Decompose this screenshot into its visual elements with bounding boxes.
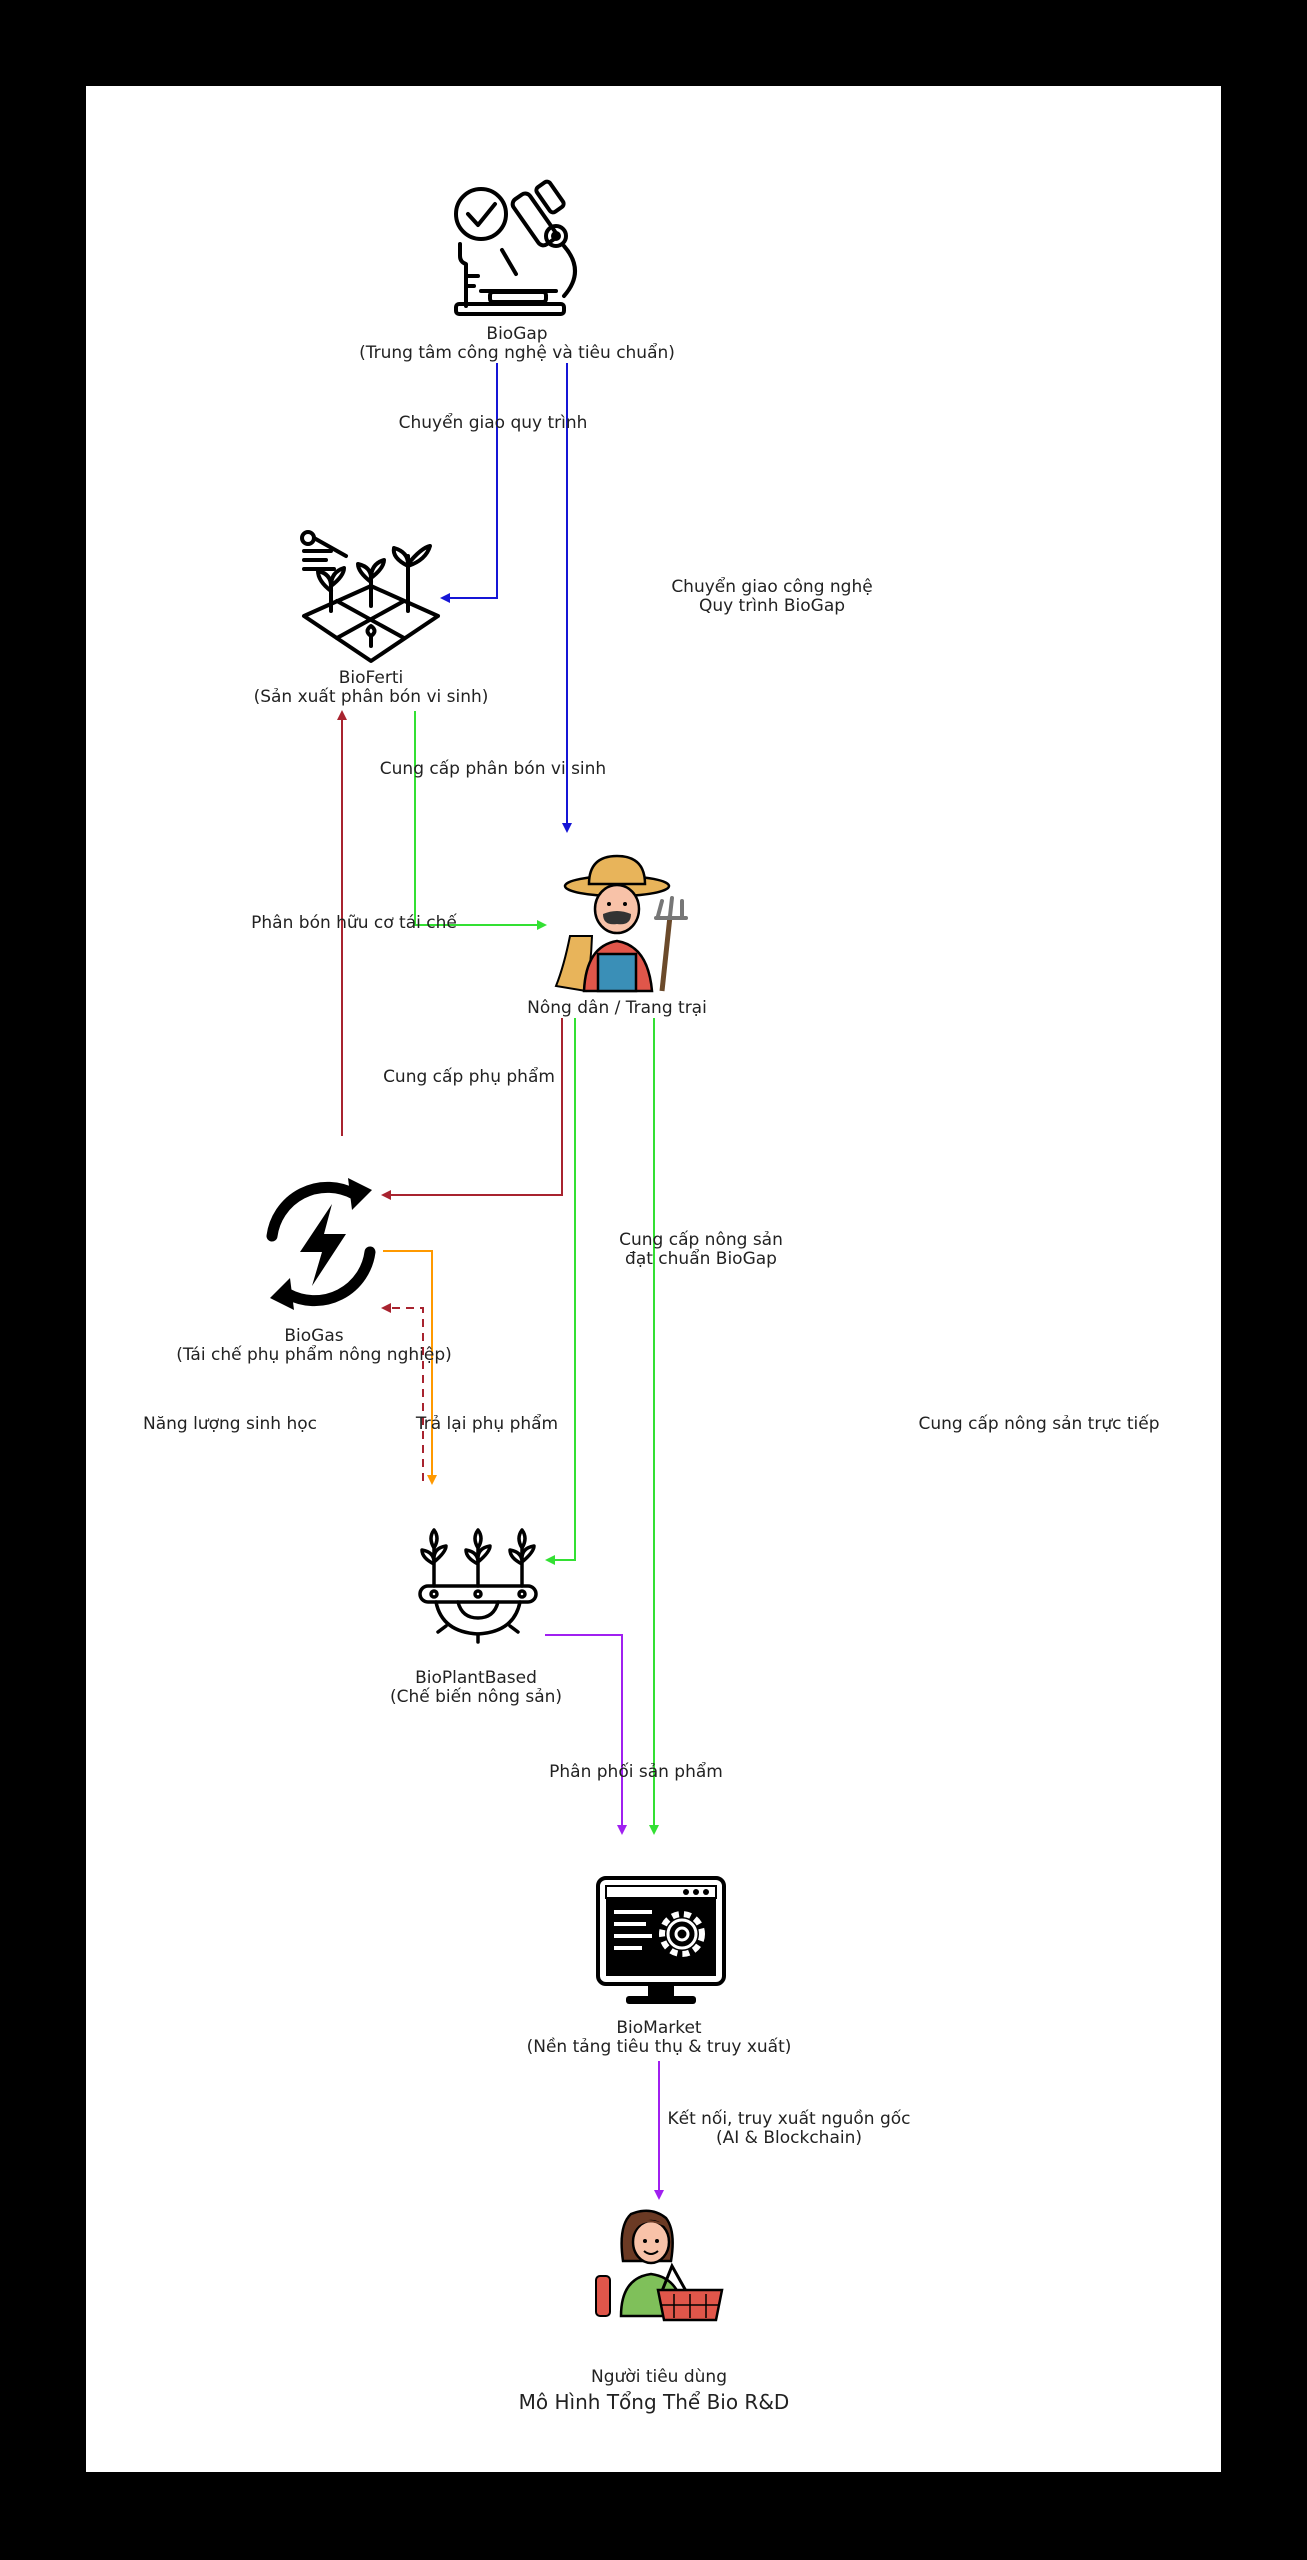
- edge-label-connect-line2: (AI & Blockchain): [716, 2128, 862, 2148]
- farmer-name: Nông dân / Trang trại: [527, 998, 707, 1018]
- biomarket-name: BioMarket: [616, 2018, 702, 2038]
- edge-bioferti-to-farmer: [414, 711, 547, 930]
- biogas-desc: (Tái chế phụ phẩm nông nghiệp): [176, 1344, 452, 1365]
- node-biogas: BioGas (Tái chế phụ phẩm nông nghiệp): [176, 1178, 452, 1365]
- edge-bioplant-to-biomarket: [545, 1634, 627, 1835]
- node-consumer: Người tiêu dùng: [591, 2209, 727, 2387]
- edge-label-supply-produce-line2: đạt chuẩn BioGap: [625, 1248, 777, 1269]
- node-biomarket: BioMarket (Nền tảng tiêu thụ & truy xuất…: [527, 1876, 792, 2057]
- microscope-icon: [454, 179, 577, 316]
- diagram-title: Mô Hình Tổng Thể Bio R&D: [519, 2390, 790, 2414]
- bioplant-name: BioPlantBased: [415, 1668, 537, 1688]
- edge-label-supply-produce-line1: Cung cấp nông sản: [619, 1229, 783, 1250]
- biomarket-desc: (Nền tảng tiêu thụ & truy xuất): [527, 2036, 792, 2057]
- node-bioplant: BioPlantBased (Chế biến nông sản): [390, 1528, 562, 1707]
- farmer-icon: [554, 854, 688, 993]
- plant-processing-icon: [418, 1528, 538, 1644]
- edge-biogap-to-bioferti: [440, 363, 498, 603]
- edge-label-distribute: Phân phối sản phẩm: [549, 1761, 723, 1782]
- node-farmer: Nông dân / Trang trại: [527, 854, 707, 1018]
- consumer-name: Người tiêu dùng: [591, 2367, 727, 2387]
- edge-bioplant-to-biogas-return: [381, 1303, 424, 1481]
- bioferti-name: BioFerti: [339, 668, 403, 688]
- edge-farmer-to-biogas: [381, 1018, 563, 1200]
- node-bioferti: BioFerti (Sản xuất phân bón vi sinh): [254, 530, 489, 707]
- edge-label-supply-fertilizer: Cung cấp phân bón vi sinh: [380, 758, 606, 779]
- edge-label-connect-line1: Kết nối, truy xuất nguồn gốc: [667, 2108, 910, 2129]
- bioplant-desc: (Chế biến nông sản): [390, 1686, 562, 1707]
- edge-label-transfer-tech-line1: Chuyển giao công nghệ: [671, 576, 872, 597]
- biogas-name: BioGas: [284, 1326, 343, 1346]
- node-biogap: BioGap (Trung tâm công nghệ và tiêu chuẩ…: [359, 179, 675, 363]
- edge-biogas-to-bioplant-energy: [383, 1250, 437, 1485]
- monitor-gear-icon: [596, 1876, 726, 2004]
- edge-label-bio-energy: Năng lượng sinh học: [143, 1414, 317, 1434]
- smart-farm-icon: [300, 530, 440, 663]
- edge-label-recycled-fertilizer: Phân bón hữu cơ tái chế: [251, 912, 457, 933]
- biogap-desc: (Trung tâm công nghệ và tiêu chuẩn): [359, 342, 675, 363]
- edge-farmer-to-bioplant: [545, 1018, 576, 1565]
- energy-recycle-icon: [266, 1178, 376, 1310]
- edge-label-return-byproduct: Trả lại phụ phẩm: [415, 1413, 558, 1434]
- biogap-name: BioGap: [486, 324, 547, 344]
- consumer-icon: [595, 2209, 724, 2322]
- edge-label-transfer-process: Chuyển giao quy trình: [399, 412, 588, 433]
- edge-label-direct-supply: Cung cấp nông sản trực tiếp: [919, 1413, 1160, 1434]
- edge-label-transfer-tech-line2: Quy trình BioGap: [699, 596, 845, 616]
- diagram-canvas: Chuyển giao quy trình Chuyển giao công n…: [86, 86, 1221, 2472]
- bioferti-desc: (Sản xuất phân bón vi sinh): [254, 686, 489, 707]
- edge-label-supply-byproduct: Cung cấp phụ phẩm: [383, 1066, 555, 1087]
- diagram-svg: Chuyển giao quy trình Chuyển giao công n…: [143, 179, 1160, 2414]
